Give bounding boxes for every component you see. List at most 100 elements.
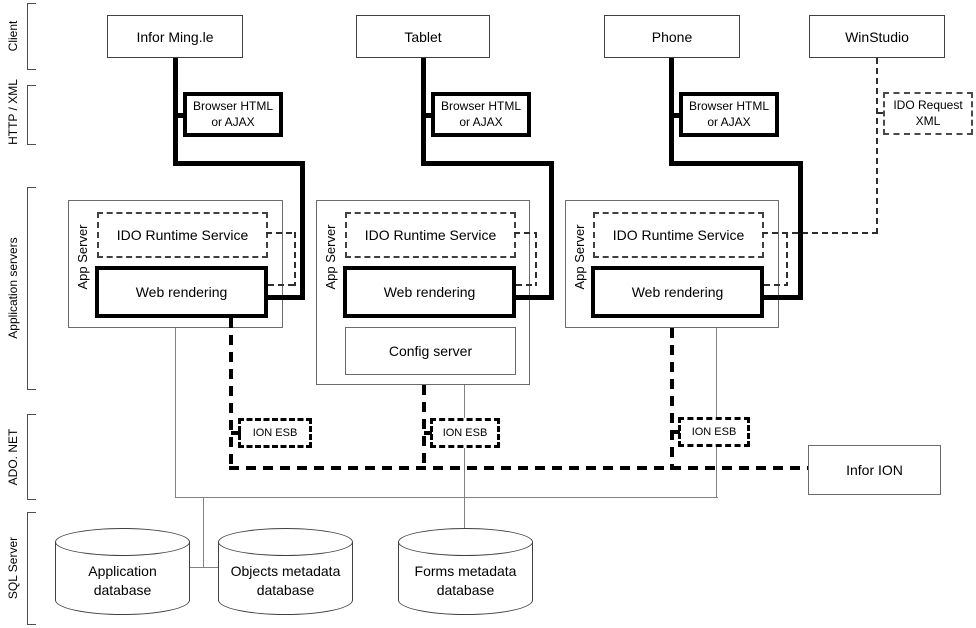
line-phone-web-entry	[762, 295, 803, 300]
app-server-side-label-1: App Server	[75, 224, 90, 290]
node-infor-mingle-label: Infor Ming.le	[136, 28, 214, 45]
line-appserver3-down	[716, 328, 717, 498]
line-esb3-stub	[672, 430, 680, 434]
line-hook1-bottom	[268, 284, 296, 286]
line-hook2-top	[514, 232, 537, 234]
line-drop-to-databases	[203, 497, 204, 568]
line-web1-to-ion	[229, 318, 233, 470]
line-hook2-bottom	[516, 284, 537, 286]
node-infor-ion: Infor ION	[808, 445, 941, 495]
ido-runtime-label: IDO Runtime Service	[116, 227, 249, 243]
node-ion-esb-1: ION ESB	[238, 418, 312, 448]
node-ion-esb-2: ION ESB	[430, 418, 500, 448]
line-tablet-down	[421, 58, 426, 166]
node-web-rendering-3: Web rendering	[591, 266, 764, 318]
node-phone: Phone	[604, 15, 740, 58]
node-winstudio: WinStudio	[809, 15, 945, 58]
line-tablet-browser-stub	[423, 113, 433, 118]
db-label-line1: Forms metadata	[414, 563, 517, 579]
db-label-line2: database	[93, 581, 152, 598]
line-appserver2-to-formsdb	[464, 385, 465, 528]
line-web2-to-ion	[422, 385, 426, 470]
bracket-ado-net	[27, 414, 36, 500]
browser-line1: Browser HTML	[688, 98, 769, 113]
line-hook3-bottom	[764, 284, 788, 286]
line-winstudio-to-idoruntime3	[762, 232, 877, 234]
db-label-line1: Objects metadata	[230, 563, 341, 579]
line-web3-to-ion	[670, 328, 674, 470]
node-ido-request-xml: IDO Request XML	[883, 92, 973, 135]
ido-runtime-label: IDO Runtime Service	[612, 227, 745, 243]
infor-ion-label: Infor ION	[846, 462, 903, 478]
line-tablet-elbow-v	[549, 161, 554, 300]
bracket-sql-server	[27, 512, 36, 625]
node-web-rendering-1: Web rendering	[95, 266, 268, 318]
line-mingle-elbow-h	[173, 161, 305, 166]
db-label-line1: Application	[88, 563, 157, 579]
line-appserver1-down	[175, 328, 176, 498]
line-mingle-web-entry	[266, 295, 305, 300]
node-tablet: Tablet	[356, 15, 490, 58]
ido-runtime-label: IDO Runtime Service	[364, 227, 497, 243]
web-rendering-label: Web rendering	[631, 283, 724, 300]
node-ion-esb-3: ION ESB	[678, 417, 750, 447]
node-phone-label: Phone	[651, 28, 693, 45]
browser-line1: Browser HTML	[192, 98, 273, 113]
db-label-line2: database	[436, 581, 495, 598]
config-server-label: Config server	[388, 343, 473, 359]
node-infor-mingle: Infor Ming.le	[107, 15, 243, 58]
line-mingle-browser-stub	[175, 113, 185, 118]
db-label-line2: database	[256, 581, 315, 598]
line-mingle-down	[173, 58, 178, 166]
node-ido-runtime-1: IDO Runtime Service	[97, 212, 268, 258]
node-ido-runtime-2: IDO Runtime Service	[345, 212, 516, 258]
ion-esb-label: ION ESB	[691, 426, 737, 438]
node-tablet-label: Tablet	[404, 28, 442, 45]
node-winstudio-label: WinStudio	[845, 28, 909, 45]
app-server-side-label-2: App Server	[323, 224, 338, 290]
line-tablet-web-entry	[514, 295, 554, 300]
browser-line2: or AJAX	[211, 114, 255, 129]
line-mingle-elbow-v	[300, 161, 305, 300]
line-phone-down	[669, 58, 674, 166]
line-winstudio-idorequest-stub	[877, 112, 884, 114]
node-browser-html-1: Browser HTML or AJAX	[183, 92, 283, 137]
browser-line2: or AJAX	[459, 114, 503, 129]
line-ion-bus	[229, 466, 808, 470]
cylinder-top	[398, 528, 533, 556]
node-web-rendering-2: Web rendering	[343, 266, 516, 318]
node-config-server: Config server	[345, 327, 516, 375]
cylinder-top	[218, 528, 353, 556]
bracket-application-servers	[27, 187, 36, 390]
line-sql-horizontal	[175, 497, 718, 498]
node-browser-html-2: Browser HTML or AJAX	[431, 92, 531, 137]
node-forms-metadata-database: Forms metadata database	[398, 528, 533, 615]
bracket-client	[27, 3, 36, 70]
line-esb2-stub	[424, 431, 432, 435]
node-application-database: Application database	[55, 528, 190, 615]
web-rendering-label: Web rendering	[135, 283, 228, 300]
line-phone-elbow-v	[798, 161, 803, 300]
line-winstudio-down	[876, 58, 878, 235]
line-hook1-side	[294, 232, 296, 286]
line-esb1-stub	[231, 431, 242, 435]
line-phone-elbow-h	[669, 161, 803, 166]
bracket-http-xml	[27, 85, 36, 145]
line-hook3-side	[786, 232, 788, 286]
cylinder-body	[398, 542, 533, 615]
ion-esb-label: ION ESB	[252, 427, 298, 439]
ion-esb-label: ION ESB	[442, 427, 488, 439]
web-rendering-label: Web rendering	[383, 283, 476, 300]
ido-request-line2: XML	[915, 113, 941, 128]
band-label-http-xml: HTTP / XML	[6, 79, 20, 145]
node-browser-html-3: Browser HTML or AJAX	[679, 92, 779, 137]
line-hook1-top	[266, 232, 296, 234]
cylinder-body	[55, 542, 190, 615]
ido-request-line1: IDO Request	[893, 97, 963, 112]
line-db1-db2-link	[190, 567, 218, 568]
line-phone-browser-stub	[671, 113, 681, 118]
line-tablet-elbow-h	[421, 161, 554, 166]
app-server-side-label-3: App Server	[572, 224, 587, 290]
browser-line2: or AJAX	[707, 114, 751, 129]
